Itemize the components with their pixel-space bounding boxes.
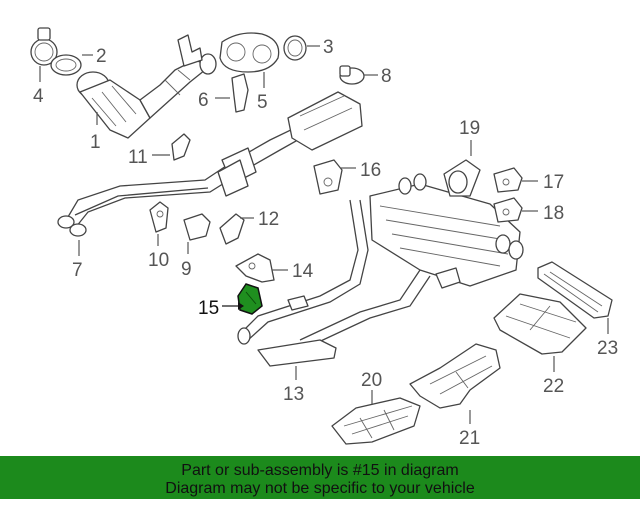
callout-20[interactable]: 20 (361, 370, 382, 391)
banner-line-2: Diagram may not be specific to your vehi… (165, 480, 475, 497)
part-4-clamp[interactable] (30, 27, 58, 66)
callout-18[interactable]: 18 (543, 203, 564, 224)
front-pipe-assembly (57, 91, 363, 237)
rear-muffler-assembly (237, 173, 524, 367)
part-2-gasket[interactable] (50, 54, 82, 76)
info-banner: Part or sub-assembly is #15 in diagram D… (0, 456, 640, 499)
leader-15-arrowhead (238, 302, 244, 310)
callout-4[interactable]: 4 (33, 86, 44, 107)
callout-9[interactable]: 9 (181, 259, 192, 280)
callout-14[interactable]: 14 (292, 261, 314, 282)
part-10-hanger[interactable] (149, 201, 169, 233)
callout-8[interactable]: 8 (381, 66, 392, 87)
callout-2[interactable]: 2 (96, 46, 107, 67)
callout-7[interactable]: 7 (72, 260, 83, 281)
part-18-hanger[interactable] (493, 197, 523, 223)
callout-10[interactable]: 10 (148, 250, 169, 271)
callout-22[interactable]: 22 (543, 376, 564, 397)
part-15-highlighted[interactable] (237, 283, 263, 315)
part-1-catalytic-converter[interactable] (76, 53, 217, 139)
callout-1[interactable]: 1 (90, 132, 101, 153)
callout-19[interactable]: 19 (459, 118, 480, 139)
exhaust-system-diagram: 4 2 1 5 3 8 6 (30, 27, 618, 449)
callout-15[interactable]: 15 (198, 298, 219, 319)
callout-17[interactable]: 17 (543, 172, 564, 193)
part-21-heat-shield[interactable] (409, 343, 501, 409)
part-19-exhaust-tip[interactable] (443, 159, 481, 197)
callout-11[interactable]: 11 (128, 147, 148, 168)
part-17-hanger[interactable] (493, 167, 523, 193)
part-22-heat-shield[interactable] (493, 293, 587, 355)
callout-6[interactable]: 6 (198, 90, 209, 111)
part-6-bracket[interactable] (231, 73, 249, 113)
callout-16[interactable]: 16 (360, 160, 381, 181)
banner-line-1: Part or sub-assembly is #15 in diagram (181, 462, 459, 479)
part-14-bracket[interactable] (235, 253, 275, 283)
callout-23[interactable]: 23 (597, 338, 618, 359)
callout-21[interactable]: 21 (459, 428, 480, 449)
part-16-hanger[interactable] (313, 159, 343, 195)
part-1-bracket (177, 34, 203, 67)
part-20-heat-shield[interactable] (331, 397, 421, 445)
part-12-bracket[interactable] (219, 213, 245, 245)
callout-13[interactable]: 13 (283, 384, 304, 405)
callout-12[interactable]: 12 (258, 209, 279, 230)
part-8-clamp[interactable] (339, 65, 365, 85)
part-3-seal-ring[interactable] (283, 35, 307, 61)
part-9-bracket[interactable] (183, 213, 211, 241)
callout-5[interactable]: 5 (257, 92, 268, 113)
part-23-heat-shield[interactable] (537, 261, 613, 319)
callout-3[interactable]: 3 (323, 37, 334, 58)
part-11-bracket[interactable] (171, 133, 191, 161)
part-5-flange-plate[interactable] (219, 32, 280, 73)
